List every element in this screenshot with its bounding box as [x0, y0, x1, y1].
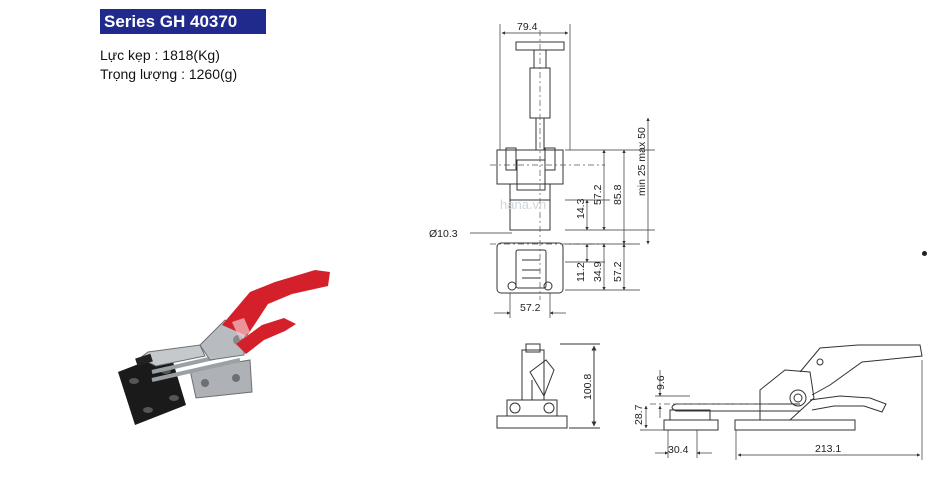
elevation-view-drawing: [663, 344, 923, 431]
dim-top-width: 79.4: [517, 21, 538, 33]
dim-hole-diameter: Ø10.3: [429, 228, 458, 240]
weight-spec: Trọng lượng : 1260(g): [100, 66, 238, 82]
series-title: Series GH 40370: [100, 9, 266, 34]
page-dot: [922, 251, 927, 256]
side-view-drawing: [496, 343, 600, 429]
watermark: hana.vn: [500, 197, 546, 212]
dim-57-2-lower: 57.2: [612, 261, 624, 282]
dim-85-8: 85.8: [612, 184, 624, 205]
front-view-drawing: [496, 41, 565, 294]
dim-stroke-range: min 25 max 50: [636, 127, 648, 196]
red-handle: [222, 270, 330, 336]
product-photo: [118, 270, 330, 425]
dim-9-6: 9.6: [655, 375, 667, 390]
dim-height-100-8: 100.8: [582, 374, 594, 400]
dim-57-2-upper: 57.2: [592, 184, 604, 205]
dim-11-2: 11.2: [575, 262, 587, 282]
red-lever: [236, 318, 296, 354]
dim-34-9: 34.9: [592, 261, 604, 282]
dim-28-7: 28.7: [633, 404, 645, 425]
dim-length-213-1: 213.1: [815, 443, 841, 455]
clamp-force-spec: Lực kẹp : 1818(Kg): [100, 47, 220, 63]
dim-base-width: 57.2: [520, 302, 541, 314]
clamp-latch-hook: [139, 344, 206, 367]
dim-14-3: 14.3: [575, 198, 587, 219]
dim-30-4: 30.4: [668, 444, 689, 456]
